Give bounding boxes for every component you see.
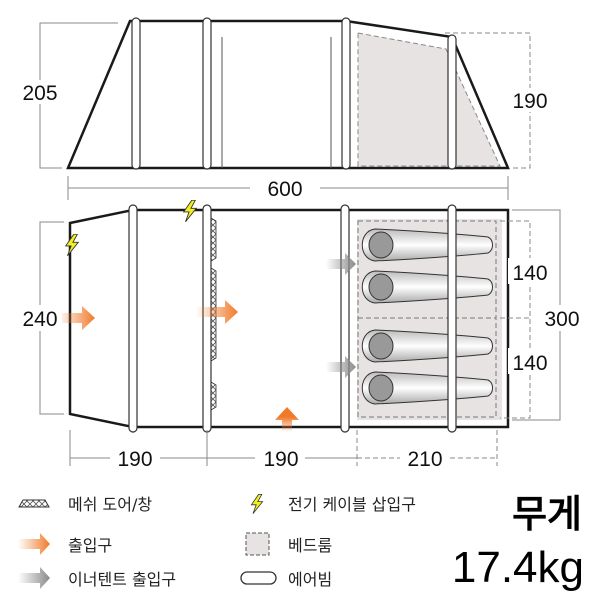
airbeam	[340, 204, 350, 433]
inner-entrance-icon	[18, 567, 50, 589]
mesh-window	[210, 381, 217, 411]
width-total-label: 300	[544, 308, 579, 331]
dimension-line	[69, 430, 357, 466]
airbeam	[341, 17, 351, 170]
legend: 메쉬 도어/창 출입구 이너텐트 출입구 전기 케이블 삽입구 베드룸 에어빔	[18, 494, 416, 589]
legend-entrance-label: 출입구	[68, 536, 112, 555]
electric-port-icon	[183, 200, 197, 222]
legend-electric-label: 전기 케이블 삽입구	[288, 495, 416, 514]
entrance-arrow-icon	[275, 407, 299, 432]
side-view: 205 190 600	[16, 17, 554, 201]
legend-mesh-label: 메쉬 도어/창	[68, 495, 152, 514]
height-front-label: 205	[22, 82, 57, 105]
sleeping-bags	[361, 228, 493, 405]
weight-label: 무게	[512, 492, 582, 536]
bedroom-outline	[357, 220, 497, 418]
airbeam	[447, 204, 457, 433]
legend-airbeam-label: 에어빔	[288, 570, 332, 589]
sleeping-bag	[361, 228, 493, 262]
bedroom-width-label: 140	[512, 352, 547, 375]
legend-inner-entrance-label: 이너텐트 출입구	[68, 570, 176, 589]
entrance-arrow-icon	[58, 306, 95, 330]
bedroom-icon	[245, 532, 270, 556]
dimension-line	[67, 176, 509, 200]
plan-view: 240 300 140 140 190 190 210	[18, 200, 586, 471]
length-label: 600	[267, 178, 302, 201]
tent-side-outline	[66, 19, 510, 170]
section-length-label: 190	[263, 448, 298, 471]
section-length-label: 210	[407, 448, 442, 471]
weight-value: 17.4kg	[452, 543, 584, 592]
section-length-label: 190	[117, 448, 152, 471]
dimension-line	[500, 220, 531, 419]
bedroom-width-label: 140	[512, 262, 547, 285]
mesh-window	[210, 217, 217, 262]
airbeam	[202, 204, 212, 433]
mesh-icon	[18, 499, 50, 508]
airbeam	[447, 34, 457, 170]
electric-icon	[250, 494, 264, 514]
airbeam	[128, 204, 138, 433]
legend-bedroom-label: 베드룸	[288, 536, 332, 555]
sleeping-bag	[361, 329, 493, 363]
electric-port-icon	[65, 234, 79, 256]
entrance-arrow-icon	[196, 300, 238, 324]
sleeping-bag	[361, 371, 493, 405]
airbeam-icon	[240, 571, 277, 585]
inner-entrance-arrow-icon	[326, 253, 356, 275]
bedroom-side-area	[357, 32, 501, 167]
airbeam	[202, 17, 212, 170]
dimension-line	[356, 430, 498, 466]
airbeam	[131, 17, 141, 170]
weight-info: 무게 17.4kg	[452, 492, 584, 592]
sleeping-bag	[361, 270, 493, 304]
height-bedroom-label: 190	[512, 90, 547, 113]
width-front-label: 240	[22, 308, 57, 331]
entrance-icon	[18, 533, 50, 555]
inner-entrance-arrow-icon	[326, 356, 356, 378]
